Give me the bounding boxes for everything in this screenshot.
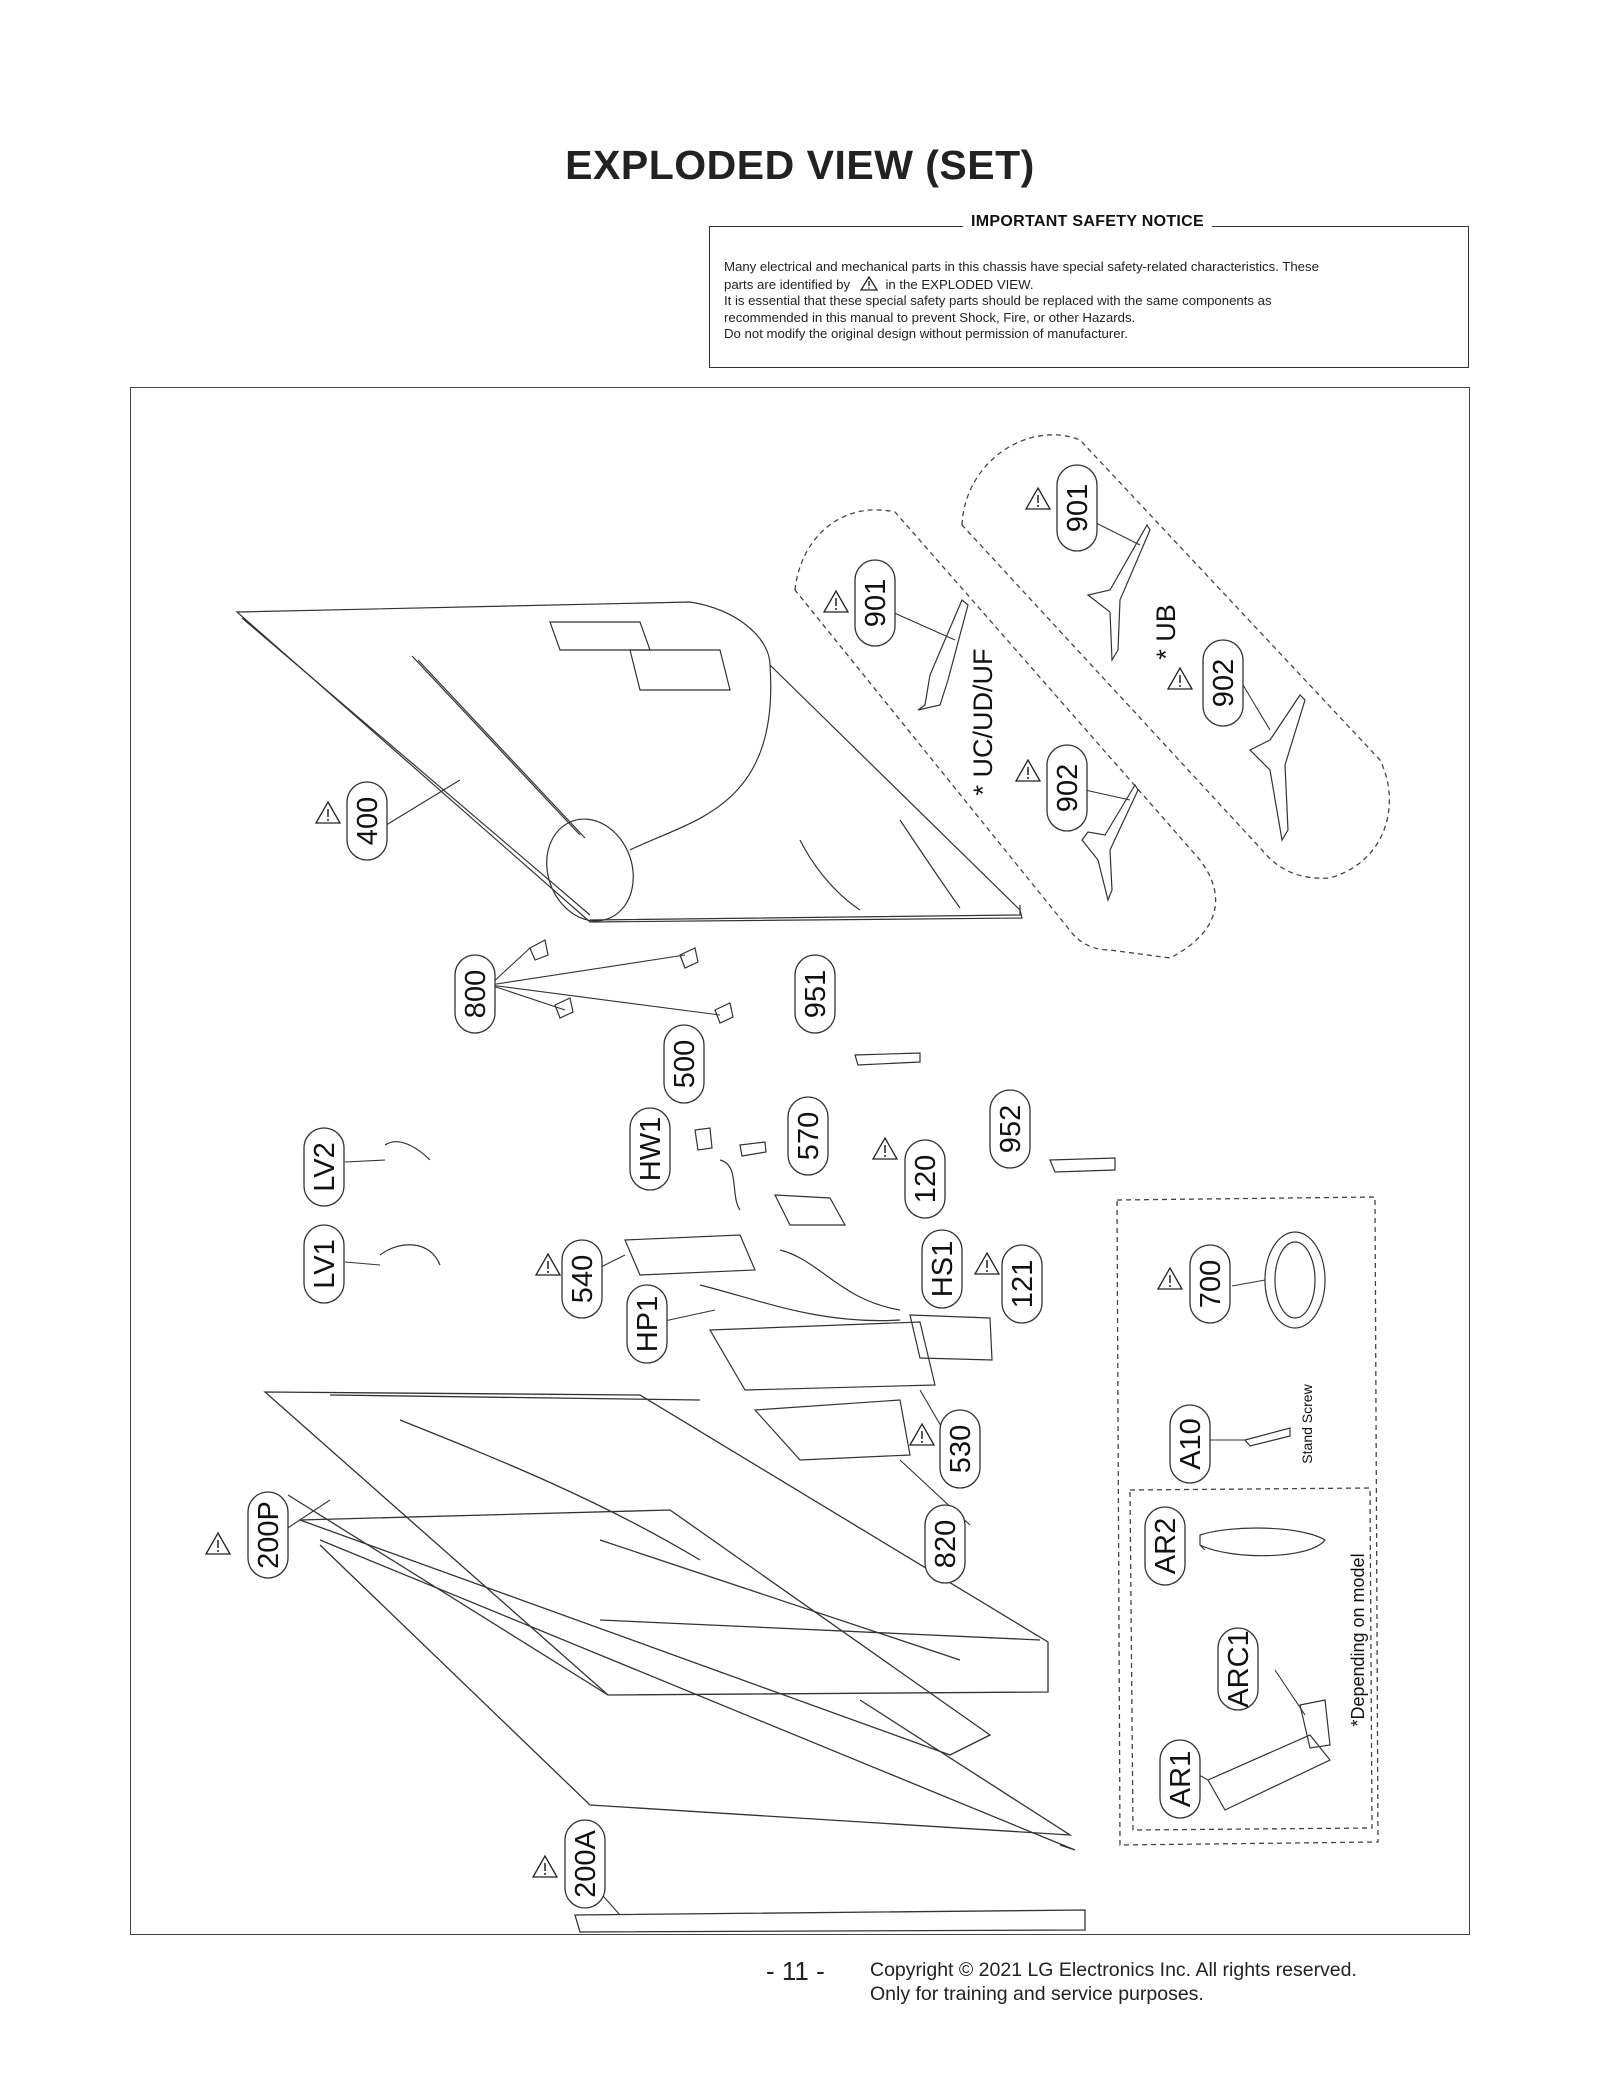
back-cover-part	[235, 601, 1023, 923]
leader-lines	[261, 514, 1306, 1916]
accessory-group-outline	[1116, 1196, 1379, 1846]
panel-frame-part	[263, 1391, 1086, 1933]
part-label: 570	[793, 1112, 825, 1160]
safety-notice-text: Many electrical and mechanical parts in …	[724, 259, 1454, 343]
part-label: 902	[1052, 764, 1084, 812]
warning-icon	[859, 275, 878, 291]
warning-icon	[1015, 759, 1041, 782]
part-label: 400	[352, 797, 384, 845]
part-label: 120	[910, 1155, 942, 1203]
notice-line: parts are identified by	[724, 276, 851, 292]
warning-icon	[315, 801, 341, 824]
page-number: - 11 -	[766, 1956, 825, 1986]
part-label: 800	[460, 970, 492, 1018]
notice-line: recommended in this manual to prevent Sh…	[724, 309, 1136, 325]
notice-line: Many electrical and mechanical parts in …	[724, 259, 1319, 274]
part-label: 820	[930, 1520, 962, 1568]
notice-line: It is essential that these special safet…	[724, 293, 1272, 309]
part-label: 530	[945, 1425, 977, 1473]
part-label: 200A	[570, 1829, 602, 1897]
part-label: 121	[1007, 1260, 1039, 1308]
warning-icon	[823, 590, 849, 613]
diagram-frame	[130, 387, 1470, 1935]
part-label: A10	[1175, 1418, 1207, 1470]
warning-icon	[974, 1252, 1000, 1275]
part-label: 540	[567, 1255, 599, 1303]
accessory-parts	[1199, 1231, 1331, 1811]
stand-screw-label: Stand Screw	[1299, 1383, 1315, 1463]
part-label: LV2	[309, 1142, 341, 1191]
part-label: 200P	[253, 1501, 285, 1569]
small-parts	[379, 939, 1116, 1461]
page-title: EXPLODED VIEW (SET)	[565, 142, 1035, 188]
warning-icon	[535, 1253, 561, 1276]
part-label: 951	[800, 970, 832, 1018]
warning-icon	[205, 1532, 231, 1555]
warning-icon	[872, 1137, 898, 1160]
part-label: ARC1	[1223, 1630, 1255, 1707]
notice-line: in the EXPLODED VIEW.	[885, 276, 1034, 292]
warning-icons	[205, 487, 1193, 1878]
part-label: 500	[669, 1040, 701, 1088]
warning-icon	[1157, 1267, 1183, 1290]
copyright-notice: Copyright © 2021 LG Electronics Inc. All…	[870, 1958, 1357, 2006]
depending-on-model-label: *Depending on model	[1348, 1553, 1368, 1726]
part-label: HS1	[927, 1241, 959, 1297]
remote-group-outline	[1129, 1487, 1373, 1831]
part-label: AR2	[1150, 1518, 1182, 1574]
copyright-line: Copyright © 2021 LG Electronics Inc. All…	[870, 1959, 1357, 1981]
purpose-line: Only for training and service purposes.	[870, 1983, 1204, 2005]
warning-icon	[909, 1423, 935, 1446]
part-label: 700	[1195, 1260, 1227, 1308]
part-label: 952	[995, 1105, 1027, 1153]
part-label: 902	[1208, 659, 1240, 707]
part-label: AR1	[1165, 1751, 1197, 1807]
stand-group-uc-outline	[794, 509, 1217, 959]
part-label: 901	[1062, 484, 1094, 532]
group-label-ub: * UB	[1151, 604, 1181, 660]
stand-group-ub-outline	[961, 434, 1391, 879]
part-label: HW1	[635, 1117, 667, 1181]
part-label-bubbles	[247, 464, 1259, 1909]
part-label: LV1	[309, 1239, 341, 1288]
group-label-uc: * UC/UD/UF	[968, 649, 998, 796]
stand-parts	[917, 523, 1306, 902]
warning-icon	[532, 1855, 558, 1878]
safety-notice-box: IMPORTANT SAFETY NOTICE Many electrical …	[709, 213, 1469, 368]
part-label: HP1	[632, 1296, 664, 1352]
notice-line: Do not modify the original design withou…	[724, 326, 1128, 342]
warning-icon	[1167, 667, 1193, 690]
safety-notice-heading: IMPORTANT SAFETY NOTICE	[963, 213, 1212, 230]
warning-icon	[1025, 487, 1051, 510]
part-label: 901	[860, 579, 892, 627]
